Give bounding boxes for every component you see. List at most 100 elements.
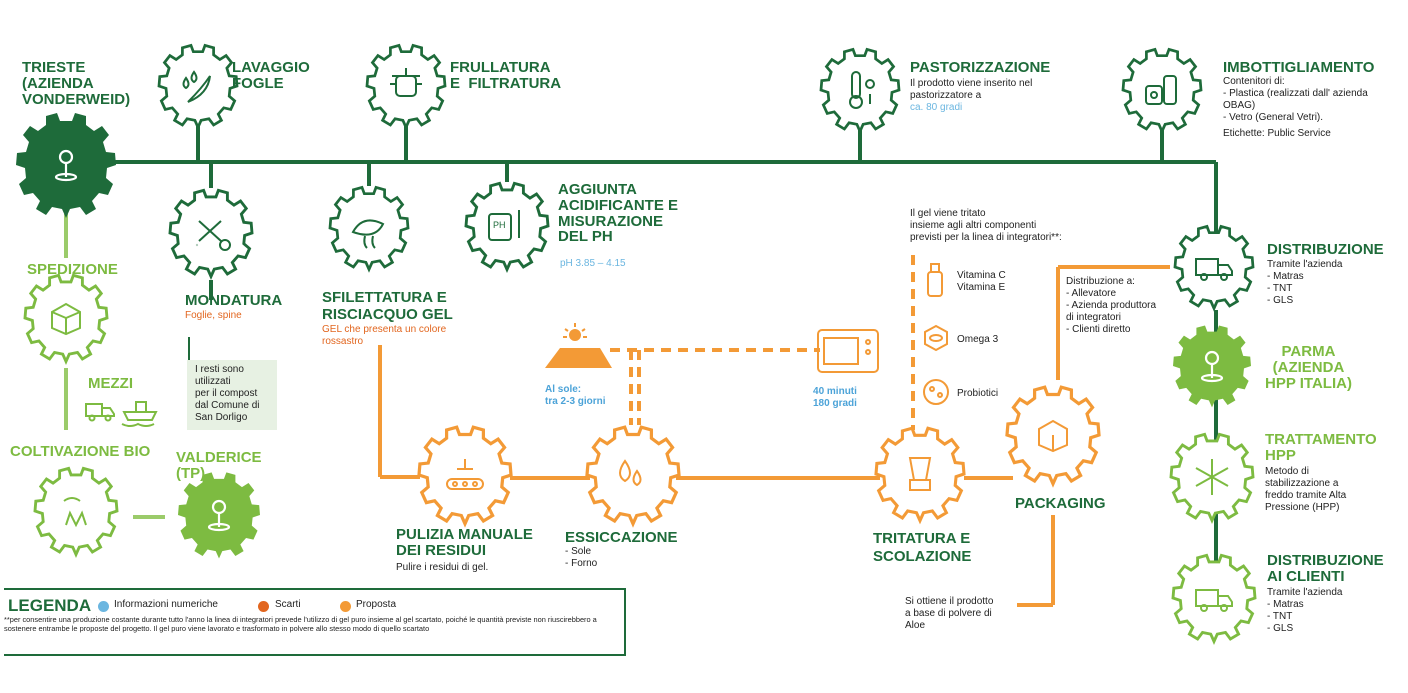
label-distribuzione-clienti: DISTRIBUZIONE AI CLIENTI bbox=[1267, 552, 1384, 585]
node-trieste bbox=[16, 113, 116, 218]
label-imbottigliamento: IMBOTTIGLIAMENTO bbox=[1223, 59, 1375, 76]
label-coltivazione: COLTIVAZIONE BIO bbox=[10, 443, 151, 460]
orange-dashed-lines bbox=[610, 255, 915, 430]
node-sfilettatura bbox=[328, 186, 410, 271]
bottles-icon bbox=[1145, 75, 1177, 105]
gel-tritato-text: Il gel viene tritato insieme agli altri … bbox=[910, 208, 1062, 243]
location-pin-icon bbox=[1200, 350, 1224, 383]
essiccazione-desc: - Sole - Forno bbox=[565, 546, 598, 569]
blender-icon bbox=[908, 457, 932, 491]
drops-icon bbox=[619, 459, 642, 487]
label-tritatura: TRITATURA E SCOLAZIONE bbox=[873, 530, 972, 565]
omega-text: Omega 3 bbox=[957, 334, 999, 345]
label-trattamento: TRATTAMENTO HPP bbox=[1265, 431, 1377, 464]
aggiunta-ph: pH 3.85 – 4.15 bbox=[560, 258, 626, 269]
vitamine-text: Vitamina C Vitamina E bbox=[957, 270, 1006, 293]
legend-title: LEGENDA bbox=[8, 596, 92, 615]
node-coltivazione bbox=[33, 466, 119, 556]
label-essiccazione: ESSICCAZIONE bbox=[565, 529, 678, 546]
package-icon bbox=[1038, 419, 1068, 453]
label-pulizia: PULIZIA MANUALE DEI RESIDUI bbox=[396, 526, 533, 559]
mondatura-scarti: Foglie, spine bbox=[185, 310, 242, 321]
forno-text: 40 minuti 180 gradi bbox=[813, 386, 857, 409]
distribuzione-a-text: Distribuzione a: - Allevatore - Azienda … bbox=[1066, 276, 1157, 335]
light-green-lines bbox=[64, 214, 165, 519]
label-mondatura: MONDATURA bbox=[185, 292, 283, 309]
probiotici-icon bbox=[923, 379, 949, 405]
bottle-icon bbox=[927, 263, 943, 297]
distribuzione-desc: Tramite l'azienda - Matras - TNT - GLS bbox=[1267, 259, 1343, 306]
orange-flow-lines bbox=[378, 265, 1170, 607]
node-spedizione bbox=[23, 273, 109, 363]
node-aggiunta: PH bbox=[464, 181, 550, 271]
thermometer-icon bbox=[849, 71, 875, 109]
distribuzione-clienti-desc: Tramite l'azienda - Matras - TNT - GLS bbox=[1267, 587, 1343, 634]
omega-icon bbox=[924, 324, 948, 352]
location-pin-icon bbox=[54, 149, 78, 182]
node-frullatura bbox=[365, 44, 447, 129]
legend-proposta-label: Proposta bbox=[356, 599, 397, 610]
truck-small-icon bbox=[85, 403, 115, 422]
node-distribuzione-clienti bbox=[1171, 553, 1257, 643]
node-lavaggio bbox=[157, 44, 239, 129]
scarti-dot-icon bbox=[258, 601, 269, 612]
label-distribuzione: DISTRIBUZIONE bbox=[1267, 241, 1384, 258]
pastorizzazione-desc: Il prodotto viene inserito nel pastorizz… bbox=[910, 78, 1033, 101]
label-packaging: PACKAGING bbox=[1015, 495, 1106, 512]
imbottigliamento-etichette: Etichette: Public Service bbox=[1223, 128, 1331, 139]
label-sfilettatura: SFILETTATURA E RISCIACQUO GEL bbox=[322, 289, 453, 324]
ph-meter-icon: PH bbox=[488, 210, 520, 241]
pulizia-desc: Pulire i residui di gel. bbox=[396, 562, 489, 573]
label-lavaggio: LAVAGGIO FOGLE bbox=[232, 59, 310, 92]
label-frullatura: FRULLATURA E FILTRATURA bbox=[450, 59, 562, 92]
label-trieste: TRIESTE (AZIENDA VONDERWEID) bbox=[22, 59, 131, 108]
resti-box bbox=[187, 360, 277, 430]
label-aggiunta: AGGIUNTA ACIDIFICANTE E MISURAZIONE DEL … bbox=[558, 181, 678, 246]
node-parma bbox=[1173, 325, 1251, 408]
location-pin-icon bbox=[207, 499, 231, 532]
node-trattamento bbox=[1169, 432, 1255, 522]
info-dot-icon bbox=[98, 601, 109, 612]
svg-text:PH: PH bbox=[493, 220, 506, 230]
label-pastorizzazione: PASTORIZZAZIONE bbox=[910, 59, 1051, 76]
node-tritatura bbox=[874, 426, 966, 523]
blender-pot-icon bbox=[390, 68, 422, 97]
dry-ground-icon bbox=[545, 348, 612, 368]
al-sole-text: Al sole: tra 2-3 giorni bbox=[545, 384, 606, 407]
trattamento-desc: Metodo di stabilizzazione a freddo trami… bbox=[1265, 466, 1347, 513]
legend-box: LEGENDA Informazioni numeriche Scarti Pr… bbox=[4, 588, 626, 656]
node-imbottigliamento bbox=[1121, 48, 1203, 133]
resti-text: I resti sono utilizzati per il compost d… bbox=[195, 364, 260, 423]
label-valderice: VALDERICE (TP) bbox=[176, 449, 262, 482]
node-pastorizzazione bbox=[819, 48, 901, 133]
sfilettatura-scarti: GEL che presenta un colore rossastro bbox=[322, 324, 447, 347]
pastorizzazione-temp: ca. 80 gradi bbox=[910, 102, 963, 113]
ship-icon bbox=[121, 401, 158, 427]
conveyor-icon bbox=[446, 459, 484, 490]
sun-icon bbox=[563, 323, 587, 341]
polvere-text: Si ottiene il prodotto a base di polvere… bbox=[905, 596, 994, 631]
label-mezzi: MEZZI bbox=[88, 375, 133, 392]
node-pulizia bbox=[417, 425, 513, 526]
node-mondatura bbox=[168, 188, 254, 278]
plant-hand-icon bbox=[63, 497, 87, 528]
water-leaf-icon bbox=[182, 70, 211, 103]
snowflake-icon bbox=[1195, 459, 1229, 495]
label-spedizione: SPEDIZIONE bbox=[27, 261, 118, 278]
truck-icon bbox=[1195, 589, 1233, 612]
truck-icon bbox=[1195, 258, 1233, 281]
node-packaging bbox=[1005, 385, 1101, 486]
label-parma: PARMA (AZIENDA HPP ITALIA) bbox=[1265, 343, 1352, 392]
node-valderice bbox=[178, 472, 260, 559]
box-icon bbox=[51, 302, 81, 336]
oven-icon bbox=[817, 329, 879, 373]
node-distribuzione bbox=[1173, 225, 1255, 310]
probiotici-text: Probiotici bbox=[957, 388, 999, 399]
legend-info-label: Informazioni numeriche bbox=[114, 599, 218, 610]
legend-scarti-label: Scarti bbox=[275, 599, 301, 610]
node-essiccazione bbox=[585, 425, 681, 526]
gel-hand-icon bbox=[351, 219, 385, 249]
legend-note: **per consentire una produzione costante… bbox=[4, 615, 597, 633]
imbottigliamento-desc: Contenitori di: - Plastica (realizzati d… bbox=[1223, 76, 1368, 123]
